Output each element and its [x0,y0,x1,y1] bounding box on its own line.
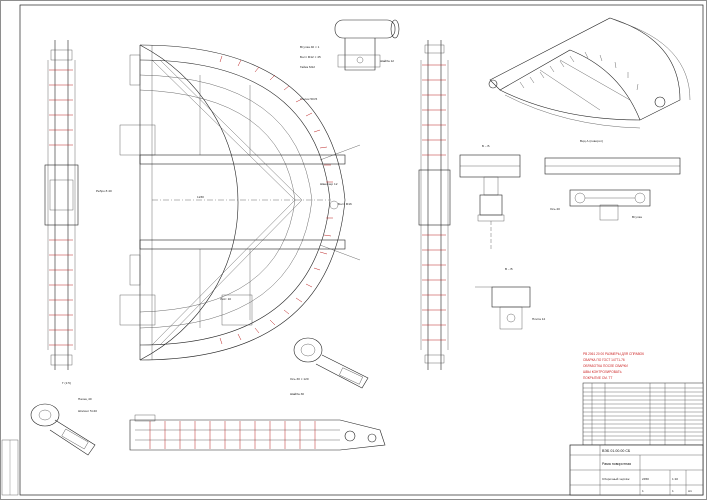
title-doc-type: Сборочный чертёж [602,477,630,481]
title-mass: 2450 [642,477,649,481]
note-line-4: ШВЫ КОНТРОЛИРОВАТЬ [583,370,622,374]
technical-notes: PB 2061 20 00 РАЗМЕРЫ ДЛЯ СПРАВОК СВАРКА… [583,352,644,380]
svg-text:Болт M12 × 45: Болт M12 × 45 [300,55,321,59]
svg-text:1230: 1230 [197,195,204,199]
title-sheet: 1 [642,489,644,493]
svg-text:Втулка 40 × 1: Втулка 40 × 1 [300,45,320,49]
svg-text:Г (1:5): Г (1:5) [62,381,71,385]
title-block: ВЭБ 01.00.00 СБ Рама поворотная Сборочны… [569,444,704,496]
drawing-frame [19,4,704,496]
note-line-3: ОБРАБОТКА ПОСЛЕ СВАРКИ [583,364,628,368]
title-name: Рама поворотная [602,462,631,466]
title-designation: ВЭБ 01.00.00 СБ [602,449,631,453]
title-sheets: 1 [672,489,674,493]
svg-text:Шайба 30: Шайба 30 [290,392,304,396]
svg-text:Уголок 50×5: Уголок 50×5 [300,97,318,101]
svg-text:Втулка: Втулка [632,215,642,219]
parts-list-table [582,382,704,446]
svg-text:Ребро 8 40: Ребро 8 40 [96,189,112,193]
svg-text:Болт M16: Болт M16 [338,202,352,206]
svg-text:Б – Б: Б – Б [482,144,490,148]
svg-text:Шайба 12: Шайба 12 [380,59,394,63]
section-views: Б – Б Вид А (поворот) В – В [459,139,681,330]
svg-text:В – В: В – В [505,267,513,271]
bottom-elevation [129,414,386,451]
detail-hinge-bottom: Ось 30 × 120 Шайба 30 [290,337,369,396]
svg-text:Вид А (поворот): Вид А (поворот) [580,139,603,143]
svg-text:Ось 30 × 120: Ось 30 × 120 [290,377,309,381]
isometric-view [488,17,691,129]
svg-text:Ось 40: Ось 40 [550,207,560,211]
title-format: А1 [688,489,692,493]
callouts: Ребро 8 40 1230 Уголок 50×5 Швеллер 12 Б… [96,97,642,321]
svg-text:Палец 40: Палец 40 [78,397,92,401]
note-line-5: ПОКРЫТИЕ СМ. ТТ [583,376,612,380]
note-line-1: PB 2061 20 00 РАЗМЕРЫ ДЛЯ СПРАВОК [583,352,644,356]
svg-text:Плита 12: Плита 12 [532,317,545,321]
svg-text:Гайка M12: Гайка M12 [300,65,315,69]
detail-pin-bottom-left: Г (1:5) Палец 40 Шплинт 5×40 [30,381,97,456]
svg-text:Лист 10: Лист 10 [220,297,231,301]
left-side-elevation [44,40,79,370]
title-scale: 1:10 [672,477,678,481]
svg-text:Швеллер 12: Швеллер 12 [320,182,338,186]
main-plan-view [119,44,361,361]
detail-roller-top: Втулка 40 × 1 Болт M12 × 45 Гайка M12 Ша… [300,19,400,71]
right-side-elevation [418,40,451,370]
note-line-2: СВАРКА ПО ГОСТ 14771-76 [583,358,625,362]
svg-text:Шплинт 5×40: Шплинт 5×40 [78,409,97,413]
